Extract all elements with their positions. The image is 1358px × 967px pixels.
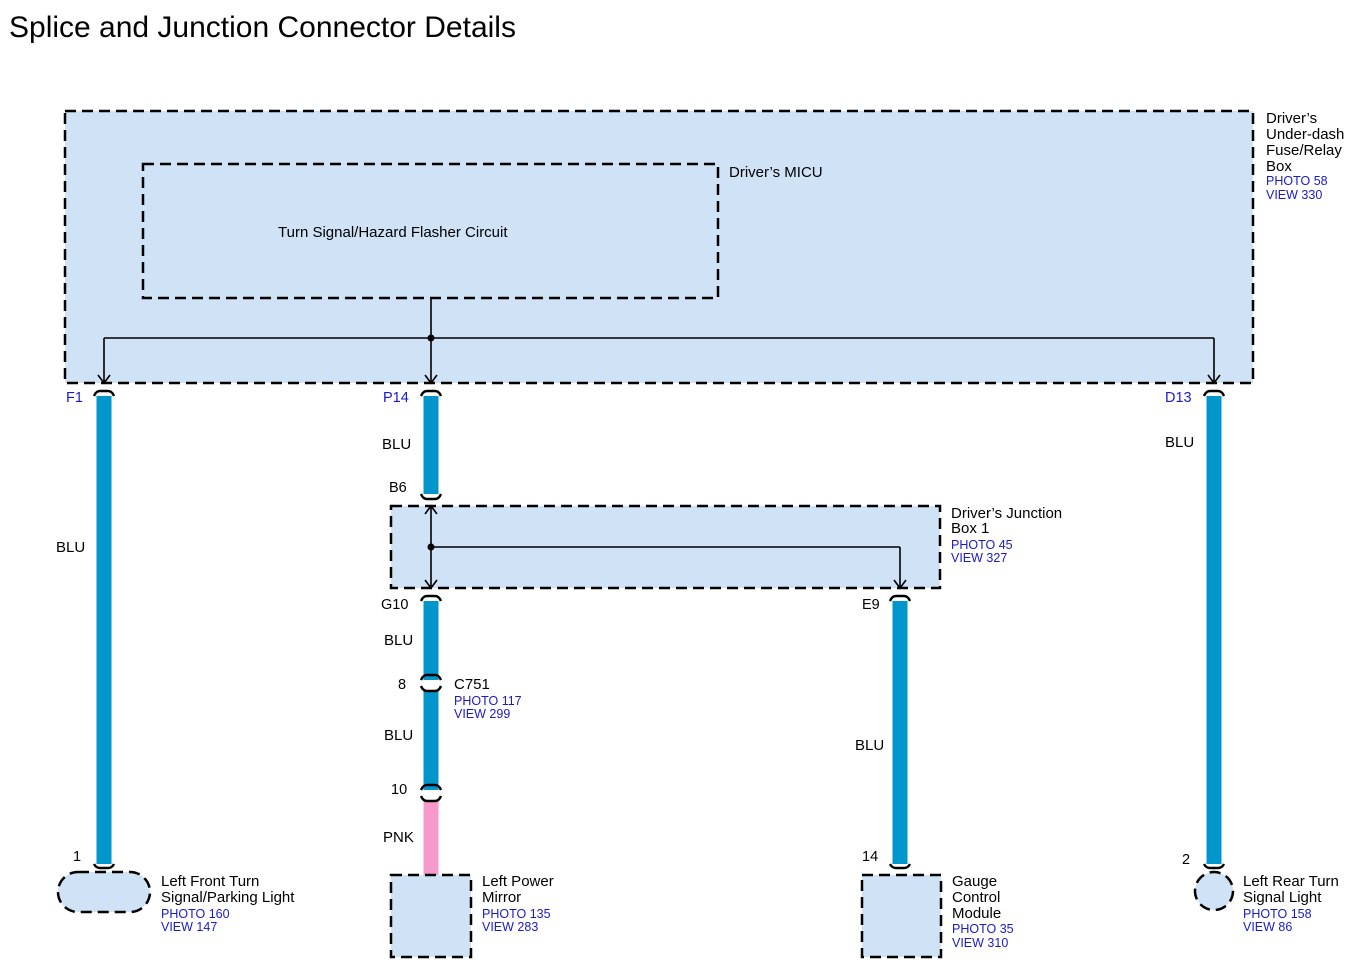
left-front-light-component bbox=[56, 870, 152, 914]
left-power-mirror-component bbox=[389, 873, 473, 959]
c751-view-link[interactable]: VIEW 299 bbox=[454, 707, 510, 721]
rear-light-view-link[interactable]: VIEW 86 bbox=[1243, 920, 1292, 934]
gauge-photo-link[interactable]: PHOTO 35 bbox=[952, 922, 1014, 936]
c751-name: C751 bbox=[454, 676, 490, 693]
mirror-view-link[interactable]: VIEW 283 bbox=[482, 920, 538, 934]
wire-color-g10: BLU bbox=[384, 632, 413, 649]
mirror-name-2: Mirror bbox=[482, 889, 521, 906]
junction-box-view-link[interactable]: VIEW 327 bbox=[951, 551, 1007, 565]
rear-light-pin: 2 bbox=[1182, 852, 1190, 868]
c751-photo-link[interactable]: PHOTO 117 bbox=[454, 694, 522, 708]
cap-d13 bbox=[1202, 389, 1226, 397]
arrow-p14 bbox=[424, 374, 438, 385]
front-light-name-2: Signal/Parking Light bbox=[161, 889, 295, 906]
pin-p14: P14 bbox=[383, 390, 409, 406]
circuit-label: Turn Signal/Hazard Flasher Circuit bbox=[278, 224, 508, 241]
pin-f1: F1 bbox=[66, 390, 83, 406]
cap-pin-2 bbox=[1202, 863, 1226, 870]
cap-pin-1 bbox=[92, 863, 116, 870]
gauge-view-link[interactable]: VIEW 310 bbox=[952, 936, 1008, 950]
page-title: Splice and Junction Connector Details bbox=[9, 11, 516, 44]
wire-color-e9: BLU bbox=[855, 737, 884, 754]
cap-g10 bbox=[419, 594, 443, 602]
arrow-g10 bbox=[424, 579, 438, 590]
cap-f1 bbox=[92, 389, 116, 397]
arrow-e9 bbox=[893, 579, 907, 590]
c751-pin-10: 10 bbox=[391, 782, 407, 798]
micu-label: Driver’s MICU bbox=[729, 164, 823, 181]
front-light-view-link[interactable]: VIEW 147 bbox=[161, 920, 217, 934]
fuse-box-name-3: Fuse/Relay bbox=[1266, 142, 1342, 159]
cap-e9 bbox=[888, 594, 912, 602]
fuse-relay-box bbox=[63, 109, 1255, 385]
fuse-box-view-link[interactable]: VIEW 330 bbox=[1266, 188, 1322, 202]
wire-color-f1: BLU bbox=[56, 539, 85, 556]
pin-d13: D13 bbox=[1165, 390, 1192, 406]
wire-color-c751-out: BLU bbox=[384, 727, 413, 744]
fuse-box-name-2: Under-dash bbox=[1266, 126, 1344, 143]
arrow-d13 bbox=[1207, 374, 1221, 385]
arrow-f1 bbox=[97, 374, 111, 385]
front-light-pin: 1 bbox=[73, 849, 81, 865]
cap-c751-10-lower bbox=[419, 795, 443, 803]
splice-dot bbox=[427, 334, 435, 342]
gauge-name-3: Module bbox=[952, 905, 1001, 922]
front-light-name-1: Left Front Turn bbox=[161, 873, 259, 890]
front-light-photo-link[interactable]: PHOTO 160 bbox=[161, 907, 230, 921]
fuse-box-name-4: Box bbox=[1266, 158, 1292, 175]
cap-c751-8-lower bbox=[419, 685, 443, 693]
wire-color-p14: BLU bbox=[382, 436, 411, 453]
gauge-control-module-component bbox=[860, 873, 943, 959]
gauge-pin: 14 bbox=[862, 849, 878, 865]
arrow-b6 bbox=[424, 504, 438, 515]
cap-p14 bbox=[419, 389, 443, 397]
mirror-name-1: Left Power bbox=[482, 873, 554, 890]
rear-light-name-2: Signal Light bbox=[1243, 889, 1322, 906]
fuse-box-photo-link[interactable]: PHOTO 58 bbox=[1266, 174, 1328, 188]
junction-box-name-1: Driver’s Junction bbox=[951, 505, 1062, 522]
c751-pin-8: 8 bbox=[398, 677, 406, 693]
junction-splice-dot bbox=[427, 543, 435, 551]
cap-b6 bbox=[419, 493, 443, 501]
wire-color-mirror: PNK bbox=[383, 829, 414, 846]
cap-c751-8-upper bbox=[419, 673, 443, 681]
rear-light-photo-link[interactable]: PHOTO 158 bbox=[1243, 907, 1312, 921]
wire-color-d13: BLU bbox=[1165, 434, 1194, 451]
pin-g10: G10 bbox=[381, 597, 408, 613]
pin-b6: B6 bbox=[389, 480, 407, 496]
cap-c751-10-upper bbox=[419, 783, 443, 791]
gauge-name-1: Gauge bbox=[952, 873, 997, 890]
fuse-box-name-1: Driver’s bbox=[1266, 110, 1317, 127]
junction-box-photo-link[interactable]: PHOTO 45 bbox=[951, 538, 1013, 552]
junction-box-name-2: Box 1 bbox=[951, 520, 989, 537]
mirror-photo-link[interactable]: PHOTO 135 bbox=[482, 907, 551, 921]
cap-pin-14 bbox=[888, 863, 912, 870]
pin-e9: E9 bbox=[862, 597, 880, 613]
rear-light-name-1: Left Rear Turn bbox=[1243, 873, 1339, 890]
left-rear-light-component bbox=[1193, 870, 1235, 912]
gauge-name-2: Control bbox=[952, 889, 1000, 906]
